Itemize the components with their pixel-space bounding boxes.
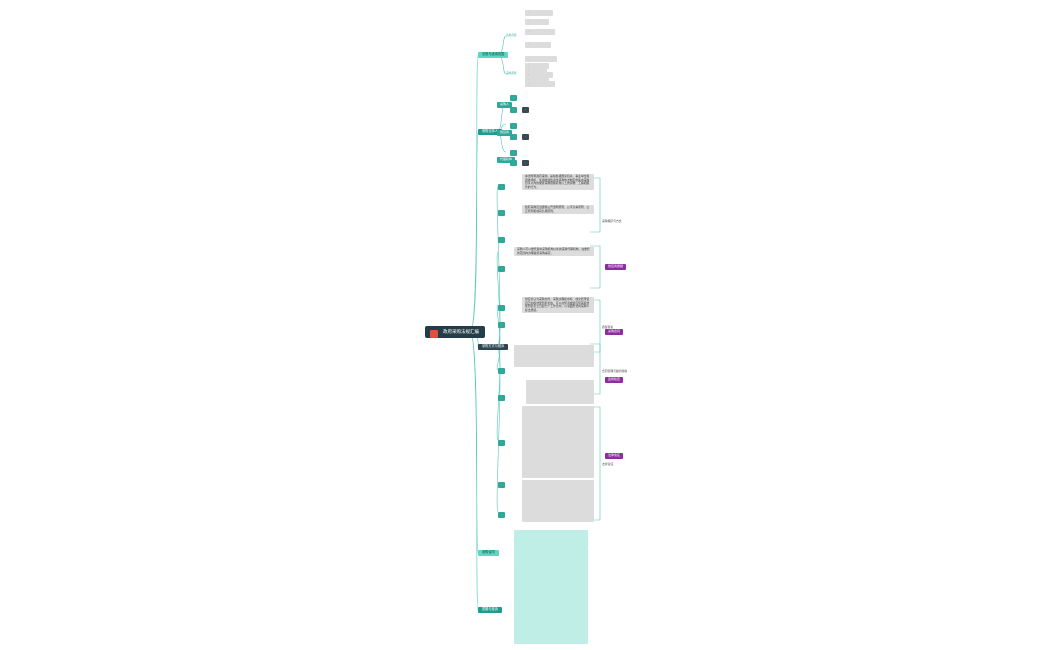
- callout-contract[interactable]: 采购合同: [605, 329, 624, 335]
- provision-text: 本法所称政府采购，是指各级国家机关、事业单位和团体组织，使用财政性资金采购依法制…: [522, 174, 594, 191]
- leaf-box: ·: [525, 42, 551, 48]
- leaf-box: ·: [525, 72, 553, 78]
- contract-note: [514, 560, 588, 578]
- leaf-box: ·: [525, 77, 549, 83]
- provision-box: [526, 380, 594, 404]
- mid-box[interactable]: ·: [498, 184, 505, 190]
- callout-question[interactable]: 供应商质疑: [605, 264, 627, 270]
- summary-contract: 合同管理与履约验收: [602, 369, 628, 373]
- contract-note: [514, 576, 588, 586]
- provision-box: [514, 345, 594, 367]
- dark-box: ·: [522, 134, 529, 140]
- leaf-box: ·: [525, 68, 547, 74]
- summary-liability: 法律责任: [602, 462, 614, 466]
- mid-box[interactable]: ·: [498, 322, 505, 328]
- mid-box[interactable]: ·: [498, 237, 505, 243]
- mid-box[interactable]: ·: [498, 440, 505, 446]
- provision-text: 采购人可以委托集中采购机构以外的采购代理机构，在委托的范围内办理政府采购事宜。: [514, 247, 594, 257]
- summary-reply: 质疑答复: [602, 325, 614, 329]
- complaint-note: [514, 585, 588, 599]
- branch-contract[interactable]: 采购合同: [478, 550, 499, 556]
- mid-box[interactable]: ·: [498, 482, 505, 488]
- leaf-box: ·: [525, 19, 549, 25]
- branch-parties[interactable]: 采购当事人: [478, 129, 502, 135]
- sub-scope[interactable]: 适用范围: [506, 34, 517, 37]
- mid-box[interactable]: ·: [510, 134, 517, 140]
- mid-box[interactable]: ·: [498, 266, 505, 272]
- provision-text: 供应商认为采购文件、采购过程和中标、成交结果使自己的权益受到损害的，可以在知道或…: [522, 297, 594, 314]
- mid-box[interactable]: ·: [510, 123, 517, 129]
- provision-text: 政府采购应当遵循公开透明原则、公平竞争原则、公正原则和诚实信用原则。: [522, 205, 594, 215]
- sub-supplier[interactable]: 供应商: [497, 130, 513, 136]
- sub-purchaser[interactable]: 采购人: [497, 102, 513, 108]
- leaf-box: ·: [525, 63, 549, 69]
- complaint-note: [514, 628, 588, 644]
- mid-box[interactable]: ·: [498, 512, 505, 518]
- branch-general-provisions[interactable]: 总则与适用范围: [478, 52, 509, 58]
- branch-procedures[interactable]: 采购方式与程序: [478, 344, 509, 350]
- leaf-box: ·: [525, 81, 555, 87]
- complaint-note: [514, 598, 588, 616]
- leaf-box: ·: [525, 56, 557, 62]
- mid-box[interactable]: ·: [498, 368, 505, 374]
- callout-supervision[interactable]: 监督检查: [605, 377, 624, 383]
- mid-box[interactable]: ·: [498, 395, 505, 401]
- mid-box[interactable]: ·: [510, 160, 517, 166]
- leaf-box: ·: [525, 29, 555, 35]
- root-title: 政府采购法规汇编: [443, 329, 479, 334]
- mid-box[interactable]: ·: [510, 107, 517, 113]
- dark-box: ·: [522, 107, 529, 113]
- sub-principles[interactable]: 采购原则: [506, 72, 517, 75]
- mid-box[interactable]: ·: [498, 305, 505, 311]
- app-logo-icon: [430, 330, 438, 338]
- sub-agency[interactable]: 代理机构: [497, 157, 516, 163]
- contract-note: [514, 530, 588, 548]
- complaint-note: [514, 615, 588, 629]
- summary-procedures: 采购程序与方式: [602, 219, 622, 223]
- leaf-box: ·: [525, 10, 553, 16]
- mid-box[interactable]: ·: [510, 150, 517, 156]
- provision-box: [522, 406, 594, 478]
- provision-box: [522, 480, 594, 522]
- mid-box[interactable]: ·: [498, 210, 505, 216]
- branch-complaints[interactable]: 质疑与投诉: [478, 607, 502, 613]
- contract-note: [514, 548, 588, 560]
- dark-box: ·: [522, 160, 529, 166]
- root-topic[interactable]: 政府采购法规汇编: [425, 326, 485, 338]
- mid-box[interactable]: ·: [510, 95, 517, 101]
- callout-liability[interactable]: 法律责任: [605, 453, 624, 459]
